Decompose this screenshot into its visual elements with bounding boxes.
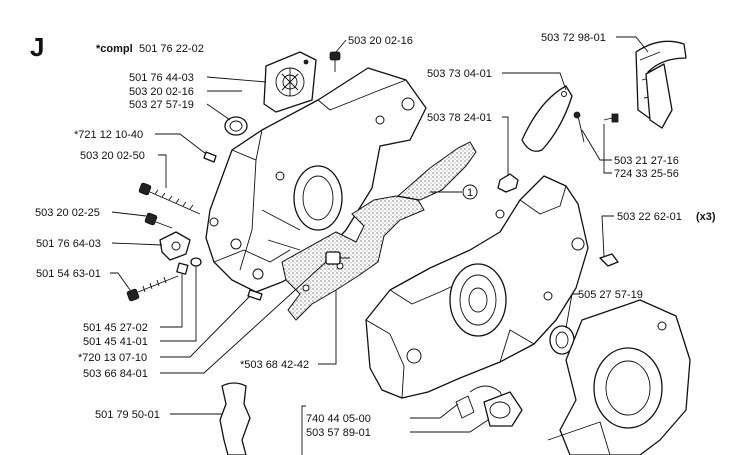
- nuts-drawing: [176, 257, 202, 275]
- compl-number: 501 76 22-02: [139, 43, 204, 55]
- dowel-pin-drawing: [247, 289, 263, 301]
- bottom-bracket-drawing: [219, 382, 251, 455]
- long-screw-drawing: [138, 182, 201, 215]
- cover-drawing: [635, 40, 687, 129]
- label-503-22-62-01-qty: (x3): [696, 211, 716, 223]
- callout-1: 1: [430, 184, 478, 200]
- gasket-drawing: [281, 141, 477, 321]
- guard-plate-drawing: [521, 85, 573, 152]
- label-503-20-02-25: 503 20 02-25: [35, 207, 100, 219]
- clutch-cover-drawing: [547, 299, 691, 455]
- label-501-79-50-01: 501 79 50-01: [95, 409, 160, 421]
- label-503-72-98-01: 503 72 98-01: [541, 32, 606, 44]
- label-501-45-27-02: 501 45 27-02: [83, 322, 148, 334]
- callout-1-number: 1: [467, 187, 473, 199]
- seal-ring-drawing: [224, 116, 248, 136]
- fan-cover-drawing: [263, 51, 317, 113]
- left-crankcase-drawing: [205, 67, 427, 293]
- label-501-45-41-01: 501 45 41-01: [83, 336, 148, 348]
- label-503-20-02-50: 503 20 02-50: [80, 150, 145, 162]
- label-724-33-25-56: 724 33 25-56: [614, 168, 679, 180]
- long-bolt-drawing: [126, 275, 179, 302]
- label-721-12-10-40: *721 12 10-40: [74, 129, 143, 141]
- right-crankcase-drawing: [365, 175, 589, 399]
- label-503-20-02-16-top: 503 20 02-16: [348, 35, 413, 47]
- screws-drawing: [573, 111, 619, 143]
- pin-drawing: [203, 151, 217, 163]
- plug-and-ring-drawing: [455, 385, 523, 427]
- top-screw-drawing: [329, 51, 341, 72]
- label-503-66-84-01: 503 66 84-01: [83, 368, 148, 380]
- label-503-21-27-16: 503 21 27-16: [614, 155, 679, 167]
- label-720-13-07-10: *720 13 07-10: [78, 352, 147, 364]
- clip-drawing: [497, 173, 519, 193]
- label-503-73-04-01: 503 73 04-01: [427, 68, 492, 80]
- label-503-27-57-19: 503 27 57-19: [129, 99, 194, 111]
- label-503-68-42-42: *503 68 42-42: [240, 359, 309, 371]
- label-501-76-64-03: 501 76 64-03: [36, 238, 101, 250]
- label-503-22-62-01: 503 22 62-01: [617, 211, 682, 223]
- label-503-78-24-01: 503 78 24-01: [427, 112, 492, 124]
- small-bracket-drawing: [599, 253, 619, 267]
- short-screw-drawing: [144, 212, 173, 229]
- label-503-20-02-16-mid: 503 20 02-16: [129, 86, 194, 98]
- label-501-54-63-01: 501 54 63-01: [36, 268, 101, 280]
- label-501-76-44-03: 501 76 44-03: [129, 72, 194, 84]
- compl-prefix: *compl: [96, 43, 133, 55]
- leader-lines: [110, 36, 649, 455]
- label-503-57-89-01: 503 57 89-01: [306, 427, 371, 439]
- label-740-44-05-00: 740 44 05-00: [306, 413, 371, 425]
- bracket-drawing: [159, 231, 191, 261]
- label-505-27-57-19: 505 27 57-19: [578, 289, 643, 301]
- gasket-screw-drawing: [325, 251, 350, 265]
- section-letter: J: [30, 32, 44, 62]
